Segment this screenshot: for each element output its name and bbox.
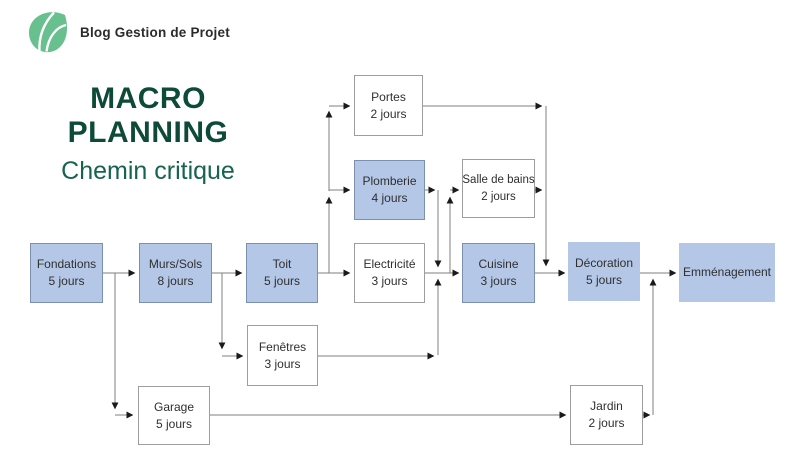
page-title-line2: PLANNING <box>67 115 229 149</box>
node-label: Murs/Sols <box>148 257 203 272</box>
node-label: Portes <box>371 89 406 104</box>
node-emmenagement: Emménagement <box>679 243 775 302</box>
leaf-logo-icon <box>28 11 68 53</box>
node-duration: 4 jours <box>371 191 408 205</box>
node-duration: 3 jours <box>371 274 408 288</box>
node-label: Emménagement <box>682 265 772 280</box>
node-label: Cuisine <box>478 257 519 272</box>
edge-fondations-garage <box>111 273 134 419</box>
node-salle-de-bains: Salle de bains 2 jours <box>462 159 535 218</box>
node-fondations: Fondations 5 jours <box>30 243 103 303</box>
node-label: Plomberie <box>362 174 417 189</box>
node-fenetres: Fenêtres 3 jours <box>247 325 318 386</box>
node-duration: 2 jours <box>370 106 407 121</box>
node-duration: 8 jours <box>157 274 194 288</box>
node-electricite: Electricité 3 jours <box>354 243 425 303</box>
edge-junction-salle-de-bains <box>446 186 460 273</box>
node-label: Jardin <box>590 399 623 414</box>
node-label: Fenêtres <box>258 339 307 354</box>
node-label: Electricité <box>363 257 416 272</box>
node-plomberie: Plomberie 4 jours <box>354 160 425 220</box>
node-duration: 5 jours <box>155 416 193 431</box>
brand-logo: Blog Gestion de Projet <box>26 10 230 55</box>
edge-toit-portes <box>325 102 351 191</box>
edge-jardin-emmenagement <box>643 278 657 419</box>
node-duration: 5 jours <box>585 272 623 287</box>
node-jardin: Jardin 2 jours <box>570 385 643 445</box>
edge-plomberie-junction <box>425 186 442 268</box>
page-title-line1: MACRO <box>90 82 206 115</box>
page-subtitle: Chemin critique <box>61 156 235 185</box>
node-cuisine: Cuisine 3 jours <box>462 243 535 303</box>
brand-name: Blog Gestion de Projet <box>80 25 230 40</box>
node-duration: 5 jours <box>48 274 85 288</box>
node-duration: 2 jours <box>588 416 625 430</box>
node-garage: Garage 5 jours <box>138 386 210 445</box>
title-block: MACRO PLANNING Chemin critique <box>38 82 258 186</box>
node-portes: Portes 2 jours <box>354 75 423 136</box>
node-duration: 2 jours <box>481 190 516 203</box>
edge-toit-plomberie <box>325 186 351 273</box>
node-label: Salle de bains <box>462 174 535 187</box>
node-murs-sols: Murs/Sols 8 jours <box>139 243 212 303</box>
node-label: Fondations <box>36 257 97 272</box>
node-duration: 3 jours <box>264 356 301 371</box>
edge-murs-sols-fenetres <box>218 273 244 360</box>
node-duration: 5 jours <box>263 274 301 288</box>
node-duration: 3 jours <box>480 274 517 288</box>
node-label: Garage <box>153 399 195 414</box>
node-label: Décoration <box>574 255 634 270</box>
node-toit: Toit 5 jours <box>246 243 318 303</box>
node-decoration: Décoration 5 jours <box>568 242 640 301</box>
node-label: Toit <box>272 257 292 272</box>
